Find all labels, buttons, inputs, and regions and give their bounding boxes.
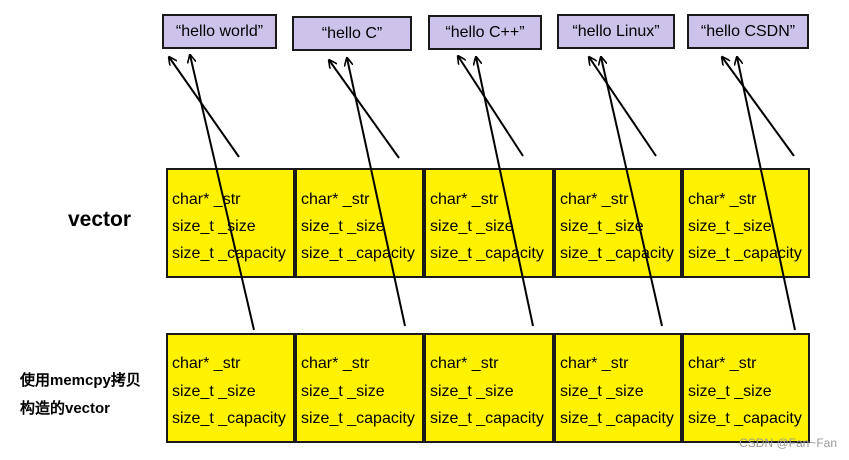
field-capacity: size_t _capacity [301,245,415,262]
field-size: size_t _size [430,218,514,235]
copied-cell-5: char* _str size_t _size size_t _capacity [682,333,810,443]
string-text: “hello Linux” [572,22,660,40]
copied-cell-2: char* _str size_t _size size_t _capacity [295,333,424,443]
field-str: char* _str [301,191,370,208]
pointer-arrow-copy-4 [601,57,663,327]
field-str: char* _str [430,191,499,208]
field-size: size_t _size [301,383,385,400]
field-str: char* _str [688,191,757,208]
string-box-1: “hello world” [162,14,277,49]
string-text: “hello world” [175,22,264,40]
field-str: char* _str [560,191,629,208]
pointer-arrow-copy-5 [737,57,796,331]
copied-cell-1: char* _str size_t _size size_t _capacity [166,333,295,443]
vector-cell-2: char* _str size_t _size size_t _capacity [295,168,424,278]
copied-vector-label-line2: 构造的vector [20,400,111,417]
pointer-arrow-vector-2 [329,60,400,159]
field-size: size_t _size [688,218,772,235]
copied-cell-4: char* _str size_t _size size_t _capacity [554,333,682,443]
field-size: size_t _size [301,218,385,235]
field-capacity: size_t _capacity [172,410,286,427]
field-size: size_t _size [560,218,644,235]
watermark: CSDN @Fan~Fan [739,436,837,450]
pointer-arrow-vector-3 [458,56,524,157]
field-size: size_t _size [430,383,514,400]
field-size: size_t _size [172,218,256,235]
string-box-3: “hello C++” [428,15,542,50]
string-text: “hello C++” [445,23,525,41]
field-size: size_t _size [688,383,772,400]
string-box-5: “hello CSDN” [687,14,809,49]
field-capacity: size_t _capacity [688,410,802,427]
vector-cell-1: char* _str size_t _size size_t _capacity [166,168,295,278]
copied-cell-3: char* _str size_t _size size_t _capacity [424,333,554,443]
field-capacity: size_t _capacity [430,410,544,427]
pointer-arrow-vector-4 [589,57,657,157]
field-str: char* _str [560,355,629,372]
field-size: size_t _size [560,383,644,400]
string-box-4: “hello Linux” [557,14,675,49]
vector-cell-5: char* _str size_t _size size_t _capacity [682,168,810,278]
field-str: char* _str [688,355,757,372]
field-str: char* _str [172,355,241,372]
field-capacity: size_t _capacity [430,245,544,262]
string-text: “hello CSDN” [700,22,796,40]
pointer-arrow-copy-2 [347,58,406,327]
string-box-2: “hello C” [292,16,412,51]
vector-label: vector [68,208,132,231]
string-text: “hello C” [321,24,383,42]
pointer-arrow-vector-1 [169,57,240,158]
field-str: char* _str [301,355,370,372]
field-capacity: size_t _capacity [301,410,415,427]
vector-cell-4: char* _str size_t _size size_t _capacity [554,168,682,278]
field-size: size_t _size [172,383,256,400]
field-capacity: size_t _capacity [688,245,802,262]
field-capacity: size_t _capacity [172,245,286,262]
pointer-arrow-copy-1 [190,55,255,331]
copied-vector-label-line1: 使用memcpy拷贝 [20,372,141,389]
field-str: char* _str [430,355,499,372]
pointer-arrow-copy-3 [476,57,534,327]
pointer-arrow-vector-5 [722,57,795,157]
field-capacity: size_t _capacity [560,410,674,427]
vector-cell-3: char* _str size_t _size size_t _capacity [424,168,554,278]
